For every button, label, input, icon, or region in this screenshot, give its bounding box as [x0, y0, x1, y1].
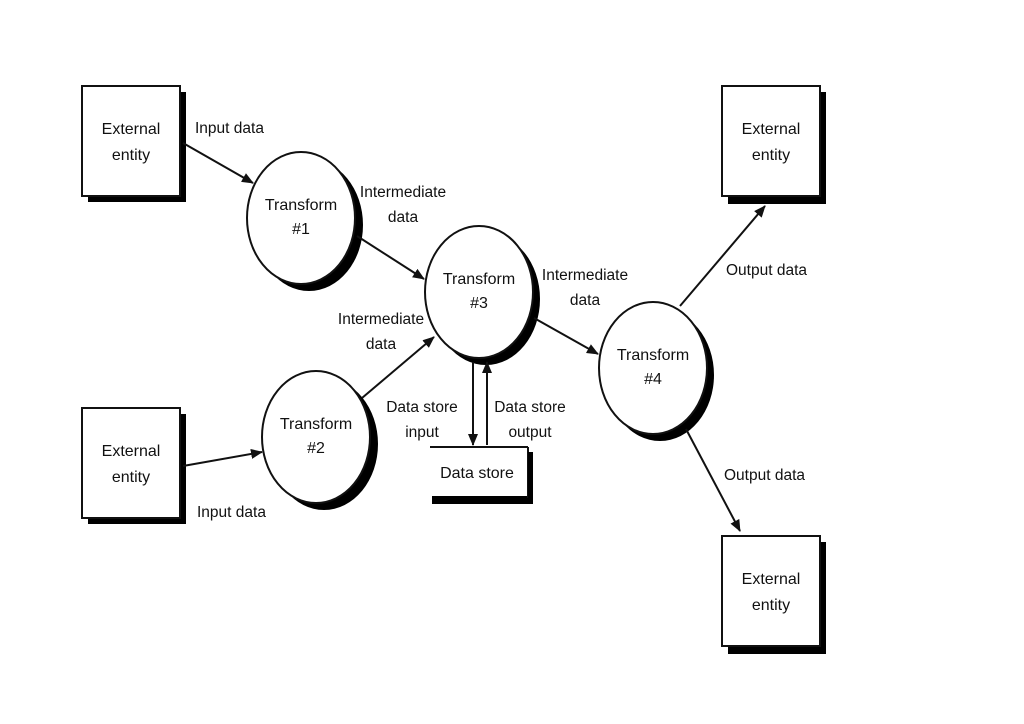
- transform-label-line2: #3: [470, 295, 488, 312]
- entity-label-line1: External: [102, 443, 161, 460]
- arrow-transform-4-to-entity-bottom-right: [685, 428, 741, 532]
- flow-label-input-top: Input data: [195, 120, 264, 137]
- flow-label-inter-1-3-line1: Intermediate: [360, 184, 446, 201]
- arrow-transform-4-to-entity-top-right: [679, 205, 766, 307]
- flow-label-inter-2-3-line2: data: [366, 336, 397, 353]
- data-store-label: Data store: [440, 465, 514, 482]
- transform-3: Transform #3: [424, 225, 540, 365]
- transform-label-line1: Transform: [443, 271, 515, 288]
- flow-label-store-output-line1: Data store: [494, 399, 566, 416]
- flow-label-input-bottom: Input data: [197, 504, 266, 521]
- flow-label-output-top: Output data: [726, 262, 807, 279]
- external-entity-top-left: External entity: [81, 85, 186, 202]
- entity-label-line1: External: [102, 121, 161, 138]
- entity-label-line2: entity: [752, 147, 790, 164]
- flow-labels: Input data Input data Intermediate data …: [195, 120, 807, 521]
- transform-label-line1: Transform: [617, 347, 689, 364]
- arrow-transform-2-to-transform-3: [361, 336, 435, 399]
- flow-label-output-bottom: Output data: [724, 467, 805, 484]
- flow-label-store-input-line2: input: [405, 424, 439, 441]
- flow-label-inter-1-3-line2: data: [388, 209, 419, 226]
- entity-label-line2: entity: [112, 147, 150, 164]
- flow-label-store-input-line1: Data store: [386, 399, 458, 416]
- external-entity-bottom-right: External entity: [721, 535, 826, 654]
- arrow-transform-1-to-transform-3: [356, 235, 425, 280]
- transform-label-line1: Transform: [280, 416, 352, 433]
- arrow-entity-to-transform-1: [182, 142, 254, 184]
- arrow-entity-to-transform-2: [182, 448, 263, 467]
- transform-1: Transform #1: [246, 151, 363, 291]
- data-store: Data store: [430, 446, 533, 504]
- arrow-transform-3-to-transform-4: [533, 317, 599, 355]
- flow-label-inter-3-4-line1: Intermediate: [542, 267, 628, 284]
- transform-4: Transform #4: [598, 301, 714, 441]
- transform-label-line2: #2: [307, 440, 325, 457]
- entity-label-line2: entity: [112, 469, 150, 486]
- flow-label-inter-2-3-line1: Intermediate: [338, 311, 424, 328]
- transform-label-line2: #4: [644, 371, 662, 388]
- transform-label-line1: Transform: [265, 197, 337, 214]
- flow-label-store-output-line2: output: [508, 424, 552, 441]
- entity-label-line1: External: [742, 121, 801, 138]
- flow-arrows: [182, 142, 766, 532]
- entity-label-line1: External: [742, 571, 801, 588]
- external-entity-bottom-left: External entity: [81, 407, 186, 524]
- external-entity-top-right: External entity: [721, 85, 826, 204]
- transform-label-line2: #1: [292, 221, 310, 238]
- entity-label-line2: entity: [752, 597, 790, 614]
- transform-2: Transform #2: [261, 370, 378, 510]
- flow-label-inter-3-4-line2: data: [570, 292, 601, 309]
